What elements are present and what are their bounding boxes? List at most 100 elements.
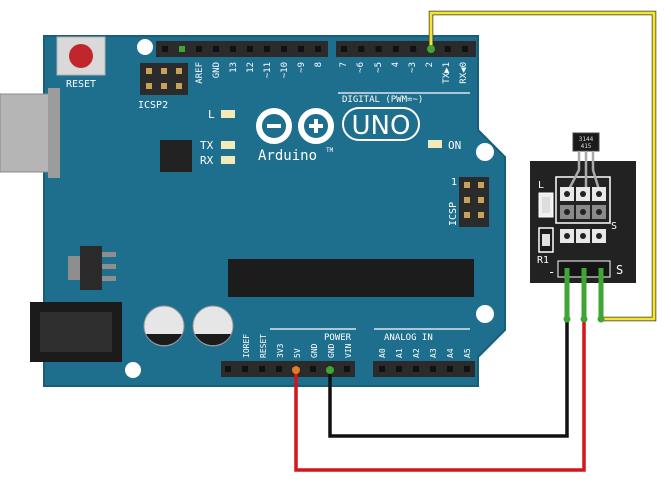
top-pin-label: ~5 <box>374 62 384 73</box>
atmega328-chip <box>228 259 474 297</box>
header-pin <box>315 46 321 52</box>
analog-header <box>373 361 475 377</box>
led-tx-label: TX <box>200 139 214 152</box>
header-pin <box>259 366 265 372</box>
power-pin-label: RESET <box>259 334 268 358</box>
chip-text-1: 3144 <box>579 136 594 143</box>
power-pin-label: 3V3 <box>276 343 285 358</box>
label-s-lower: S <box>616 263 623 277</box>
top-pin-label: 12 <box>246 62 256 73</box>
top-pin-label: ~3 <box>408 62 418 73</box>
header-pin <box>379 366 385 372</box>
wire-end-5v <box>292 366 300 374</box>
header-pin <box>444 46 451 52</box>
header-pin <box>413 366 419 372</box>
header-pin <box>464 366 470 372</box>
header-pin <box>341 46 347 52</box>
top-pin-label: ~10 <box>280 62 290 78</box>
top-pin-label: 13 <box>229 62 239 73</box>
label-minus: - <box>548 265 555 279</box>
header-pin <box>276 366 282 372</box>
capacitor <box>192 305 234 347</box>
top-pin-label: RX◀0 <box>459 62 469 84</box>
power-header <box>221 361 355 377</box>
led-rx <box>221 156 235 164</box>
led-on <box>428 140 442 148</box>
reset-label: RESET <box>66 79 96 90</box>
top-pin-label: 8 <box>314 62 324 67</box>
analog-pin-label: A3 <box>429 348 438 358</box>
trademark-label: TM <box>326 147 334 154</box>
power-pin-label: GND <box>327 343 336 358</box>
atmega16u2-chip <box>160 140 192 172</box>
label-s-upper: S <box>611 221 617 232</box>
upper-pads <box>560 187 606 219</box>
header-pin <box>264 46 270 52</box>
header-pin <box>298 46 304 52</box>
top-header-right <box>336 41 476 57</box>
reset-button[interactable] <box>69 44 93 68</box>
header-pin <box>213 46 219 52</box>
header-pin <box>230 46 236 52</box>
power-pin-labels: IOREF RESET 3V3 5V GND GND VIN <box>242 334 353 358</box>
ground-wire-black <box>328 319 569 438</box>
header-pin <box>447 366 453 372</box>
resistor-r1-body <box>542 234 550 246</box>
wire-end-signal <box>597 315 605 323</box>
power-label: POWER <box>324 333 352 343</box>
brand-label: Arduino <box>258 148 317 164</box>
board-body <box>43 35 506 387</box>
header-pin <box>344 366 350 372</box>
top-pin-label: TX▶1 <box>442 62 452 84</box>
wire-end-pin2 <box>427 45 435 53</box>
middle-pads <box>560 229 606 243</box>
mounting-hole <box>476 305 494 323</box>
top-pin-label: ~9 <box>297 62 307 73</box>
chip-text-2: 415 <box>581 143 592 150</box>
header-pin <box>242 366 248 372</box>
header-pin <box>462 46 469 52</box>
icsp-pin1-label: 1 <box>451 177 457 188</box>
led-l-label: L <box>208 108 215 121</box>
power-pin-label: IOREF <box>242 334 251 358</box>
wire-end-gnd <box>326 366 334 374</box>
mounting-hole <box>137 39 153 55</box>
top-pin-label: 4 <box>391 62 401 67</box>
mounting-hole <box>476 143 494 161</box>
icsp2-label: ICSP2 <box>138 100 168 111</box>
power-pin-label: GND <box>310 343 319 358</box>
header-pin <box>392 46 399 52</box>
header-pin <box>247 46 253 52</box>
usb-connector-rim <box>48 88 60 178</box>
top-pin-label: 2 <box>425 62 435 67</box>
header-pin <box>430 366 436 372</box>
analog-label: ANALOG IN <box>384 333 433 343</box>
analog-pin-label: A5 <box>463 348 472 358</box>
module-outline <box>555 176 611 224</box>
header-pin <box>162 46 168 52</box>
wire-end-gnd-module <box>563 315 571 323</box>
icsp-header <box>459 177 489 227</box>
module-led-core <box>542 197 550 213</box>
header-pin <box>281 46 287 52</box>
on-label: ON <box>448 139 461 152</box>
top-pin-label: 7 <box>339 62 349 67</box>
output-pins <box>564 268 604 320</box>
led-l <box>221 110 235 118</box>
signal-wire-yellow-core <box>429 11 656 321</box>
power-pin-label: VIN <box>344 343 353 358</box>
arduino-logo <box>256 108 334 144</box>
header-pin <box>179 46 185 52</box>
power-pin-label: 5V <box>293 348 302 358</box>
capacitor <box>143 305 185 347</box>
chip-legs <box>565 151 602 194</box>
voltage-regulator <box>68 246 116 290</box>
analog-pin-label: A2 <box>412 348 421 358</box>
bottom-header-pins <box>225 366 470 372</box>
header-pin <box>196 46 202 52</box>
top-pin-label: ~11 <box>263 62 273 78</box>
